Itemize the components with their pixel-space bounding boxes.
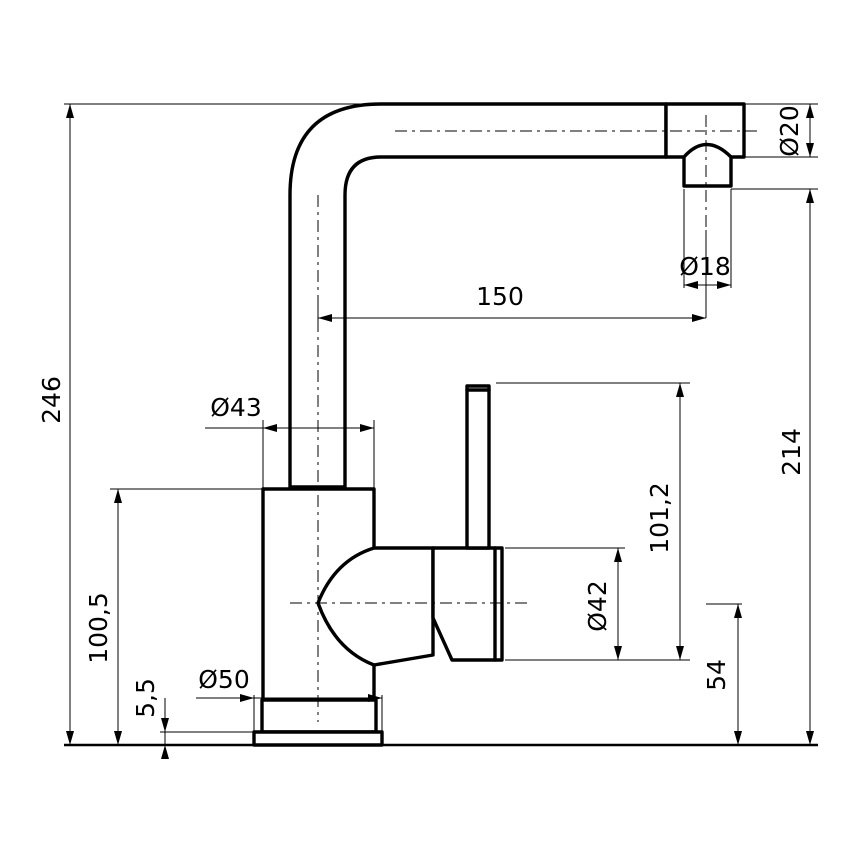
dim-total-height: 246 — [37, 376, 66, 424]
dim-outlet-height: 214 — [777, 428, 806, 476]
dim-body-diameter: Ø43 — [210, 393, 262, 422]
dim-handle-axis-height: 54 — [702, 659, 731, 691]
base-flange — [252, 730, 384, 747]
lever-stem — [465, 384, 491, 550]
lever-handle — [431, 546, 504, 662]
dimension-labels: 246 Ø20 214 Ø18 150 Ø43 100,5 5,5 Ø50 10… — [37, 105, 806, 718]
cartridge-housing — [316, 546, 435, 667]
extension-lines — [64, 103, 818, 733]
dim-handle-diameter: Ø42 — [583, 580, 612, 632]
dim-body-height: 100,5 — [84, 592, 113, 664]
dim-spout-reach: 150 — [476, 282, 524, 311]
dim-outlet-diameter: Ø18 — [679, 252, 731, 281]
base-ring — [260, 698, 378, 734]
spout-tube — [288, 102, 668, 489]
aerator-outlet — [682, 142, 733, 188]
dim-lever-height: 101,2 — [645, 482, 674, 554]
dim-base-height: 5,5 — [131, 678, 160, 718]
center-lines — [290, 115, 760, 722]
faucet-outline — [64, 102, 818, 747]
dim-base-diameter: Ø50 — [198, 665, 250, 694]
arrowheads — [66, 104, 814, 759]
dimension-lines — [69, 104, 811, 745]
dim-spout-diameter: Ø20 — [775, 105, 804, 157]
